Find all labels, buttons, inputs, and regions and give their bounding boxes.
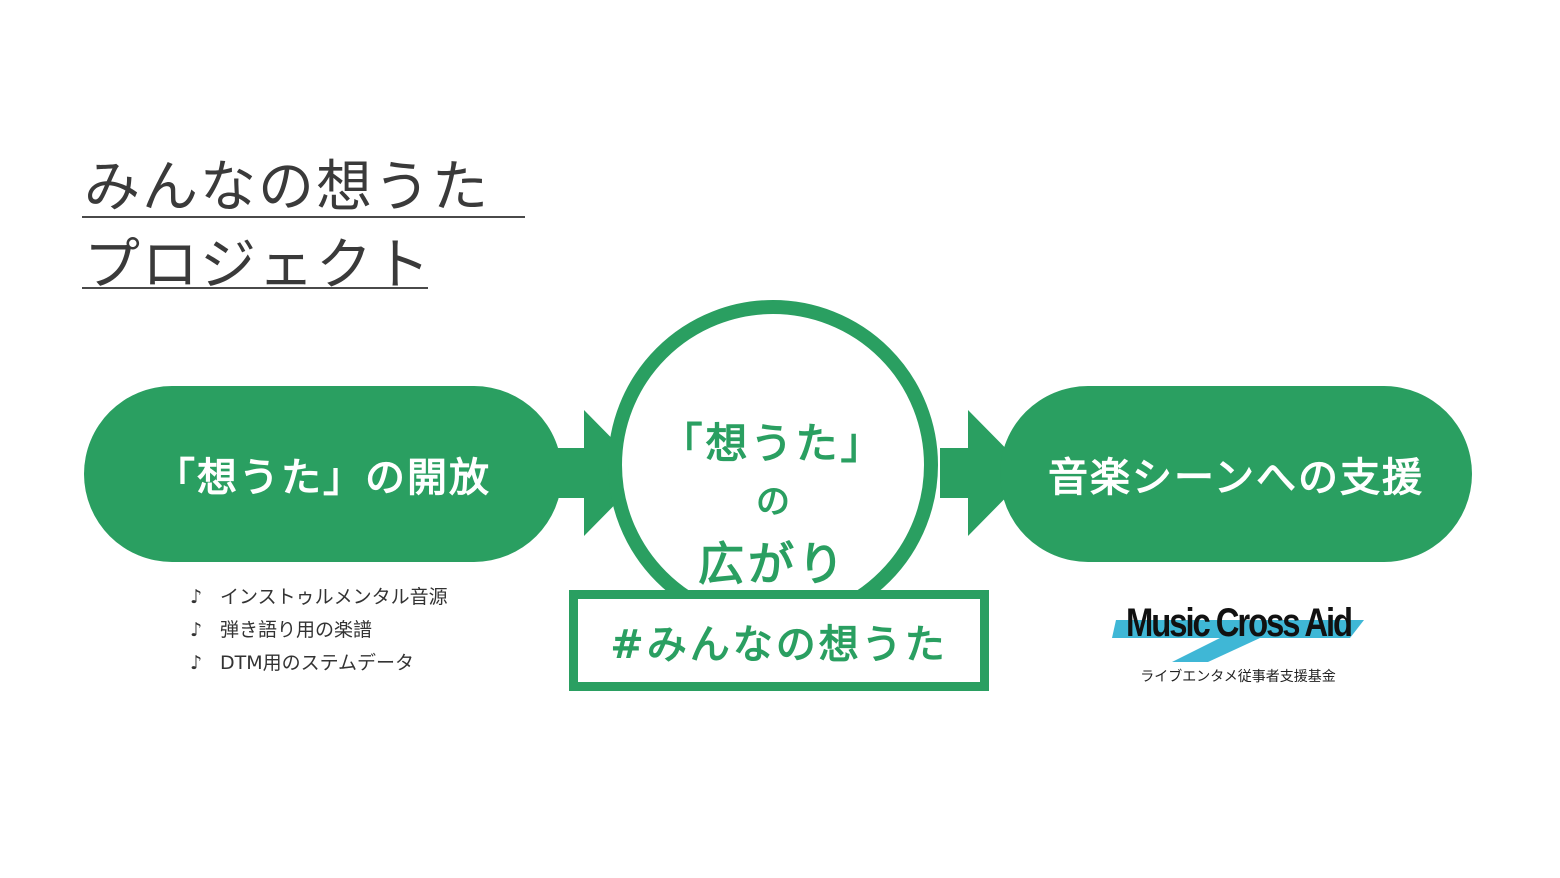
music-note-icon: ♪	[190, 586, 203, 608]
hashtag-box: #みんなの想うた	[569, 590, 989, 691]
music-note-icon: ♪	[190, 619, 203, 641]
feature-text: インストゥルメンタル音源	[220, 586, 448, 608]
spread-line-2: の	[756, 482, 790, 522]
list-item: ♪ DTM用のステムデータ	[190, 647, 448, 680]
hashtag-label: #みんなの想うた	[610, 621, 948, 668]
flow-step-support: 音楽シーンへの支援	[1000, 386, 1472, 562]
arrow-right-icon	[940, 410, 1030, 536]
arrow-right-icon	[556, 410, 646, 536]
flow-step-open: 「想うた」の開放	[84, 386, 562, 562]
title-underline-1	[82, 216, 525, 218]
flow-step-open-label: 「想うた」の開放	[155, 455, 491, 501]
feature-list: ♪ インストゥルメンタル音源 ♪ 弾き語り用の楽譜 ♪ DTM用のステムデータ	[190, 581, 448, 680]
spread-line-3: 広がり	[698, 537, 848, 591]
feature-text: DTM用のステムデータ	[220, 652, 415, 674]
title-underline-2	[82, 287, 428, 289]
feature-text: 弾き語り用の楽譜	[220, 619, 373, 641]
list-item: ♪ 弾き語り用の楽譜	[190, 614, 448, 647]
flow-step-support-label: 音楽シーンへの支援	[1048, 455, 1424, 501]
flow-step-spread-circle: 「想うた」 の 広がり	[608, 300, 938, 630]
spread-line-1: 「想うた」	[660, 419, 886, 468]
title-line-1: みんなの想うた	[84, 155, 490, 220]
music-note-icon: ♪	[190, 652, 203, 674]
logo-subtitle: ライブエンタメ従事者支援基金	[1140, 669, 1336, 685]
logo-stripe-graphic	[1112, 620, 1364, 662]
title-line-2: プロジェクト	[84, 233, 432, 298]
music-cross-aid-logo: Music Cross Aid ライブエンタメ従事者支援基金	[1112, 598, 1364, 688]
list-item: ♪ インストゥルメンタル音源	[190, 581, 448, 614]
logo-name: Music Cross Aid	[1126, 601, 1353, 645]
